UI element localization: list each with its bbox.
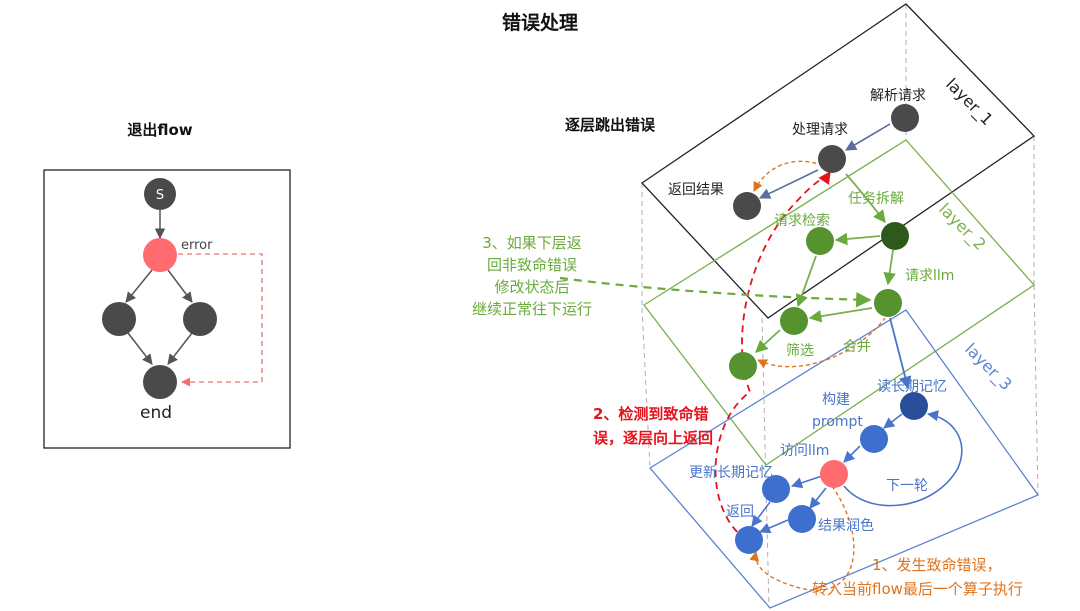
node-task-decompose: [881, 222, 909, 250]
label-polish: 结果润色: [818, 517, 874, 534]
label-build-prompt-2: prompt: [812, 414, 863, 430]
edge-left-to-end: [127, 332, 153, 365]
edge-error-to-right: [167, 269, 193, 303]
layer-3-label: layer_3: [960, 339, 1015, 394]
label-build-prompt-1: 构建: [822, 392, 850, 408]
svg-text:3、如果下层返: 3、如果下层返: [482, 234, 582, 252]
label-return: 返回: [726, 504, 754, 520]
edge-update-to-return: [751, 501, 771, 527]
label-merge: 合并: [843, 339, 871, 355]
annotation-fatal-escalation: 2、检测到致命错 误，逐层向上返回: [593, 405, 713, 447]
orange-return-arc-layer-3: [749, 485, 855, 591]
edge-process-to-decompose: [845, 173, 886, 224]
label-process-request: 处理请求: [792, 122, 848, 138]
edge-read-memory-to-prompt: [883, 413, 903, 429]
edge-filter-to-merge: [755, 329, 781, 353]
error-jump-edge: [178, 253, 263, 387]
edge-parse-to-process: [845, 123, 891, 151]
node-process-request: [818, 145, 846, 173]
node-update-memory: [762, 475, 790, 503]
next-round-loop: [843, 410, 963, 507]
node-build-prompt: [860, 425, 888, 453]
annotation-fatal-occurs: 1、发生致命错误， 转入当前flow最后一个算子执行: [812, 556, 1023, 598]
layer-1-plane: [641, 3, 1036, 319]
layered-error-panel: 逐层跳出错误 layer_1 layer_2 layer_3: [472, 3, 1040, 609]
edge-error-to-update-memory: [790, 475, 823, 489]
svg-text:继续正常往下运行: 继续正常往下运行: [472, 300, 592, 318]
svg-text:修改状态后: 修改状态后: [494, 278, 569, 296]
end-label: end: [140, 403, 172, 423]
annotation-non-fatal: 3、如果下层返 回非致命错误 修改状态后 继续正常往下运行: [472, 234, 592, 318]
edge-process-to-return: [758, 169, 819, 199]
exit-flow-panel: 退出flow S error end: [43, 121, 291, 449]
edge-llm-to-read-memory: [889, 317, 912, 390]
label-request-search: 请求检索: [774, 212, 830, 229]
exit-flow-heading: 退出flow: [127, 121, 192, 139]
exit-flow-frame: [43, 169, 291, 449]
label-return-result: 返回结果: [668, 182, 724, 198]
label-filter: 筛选: [786, 343, 814, 359]
edge-llm-to-filter: [808, 307, 873, 323]
green-annotation-pointer: [559, 276, 872, 308]
node-llm-error: [820, 460, 848, 488]
node-request-search: [806, 227, 834, 255]
layer-2-label: layer_2: [934, 199, 989, 254]
edge-right-to-end: [167, 332, 193, 365]
edge-error-to-polish: [809, 487, 827, 509]
node-merge: [729, 352, 757, 380]
start-node: [144, 178, 176, 210]
edge-decompose-to-llm: [883, 249, 896, 286]
start-node-label: S: [156, 188, 164, 203]
layer-3-plane: [649, 309, 1040, 609]
svg-text:1、发生致命错误，: 1、发生致命错误，: [872, 556, 1002, 574]
branch-node-left: [102, 302, 136, 336]
label-read-memory: 读长期记忆: [877, 378, 947, 395]
branch-node-right: [183, 302, 217, 336]
label-task-decompose: 任务拆解: [848, 191, 904, 207]
node-return-result: [733, 192, 761, 220]
edge-prompt-to-llm-error: [843, 445, 861, 463]
node-polish: [788, 505, 816, 533]
layer-1-label: layer_1: [941, 74, 996, 129]
node-return: [735, 526, 763, 554]
node-parse-request: [891, 104, 919, 132]
label-access-llm: 访问llm: [780, 443, 829, 459]
edge-polish-to-return: [758, 519, 789, 534]
error-node: [143, 238, 177, 272]
label-parse-request: 解析请求: [870, 88, 926, 104]
svg-text:转入当前flow最后一个算子执行: 转入当前flow最后一个算子执行: [812, 580, 1023, 598]
error-label: error: [181, 238, 213, 253]
label-next-round: 下一轮: [886, 478, 928, 494]
orange-return-arc-layer-2: [757, 317, 886, 369]
node-filter: [780, 307, 808, 335]
label-update-memory: 更新长期记忆: [689, 465, 773, 481]
end-node: [143, 365, 177, 399]
layered-heading: 逐层跳出错误: [565, 116, 656, 134]
svg-text:2、检测到致命错: 2、检测到致命错: [593, 405, 708, 423]
edge-error-to-left: [125, 269, 153, 303]
svg-text:误，逐层向上返回: 误，逐层向上返回: [593, 429, 713, 447]
edge-decompose-to-search: [834, 232, 881, 246]
layer-2-plane: [643, 139, 1035, 466]
label-request-llm: 请求llm: [905, 268, 954, 284]
red-escalation-path: [714, 170, 831, 541]
page-title: 错误处理: [502, 11, 578, 34]
orange-return-arc-layer-1: [753, 160, 819, 192]
node-read-memory: [900, 392, 928, 420]
node-request-llm: [874, 289, 902, 317]
svg-text:回非致命错误: 回非致命错误: [487, 256, 577, 274]
